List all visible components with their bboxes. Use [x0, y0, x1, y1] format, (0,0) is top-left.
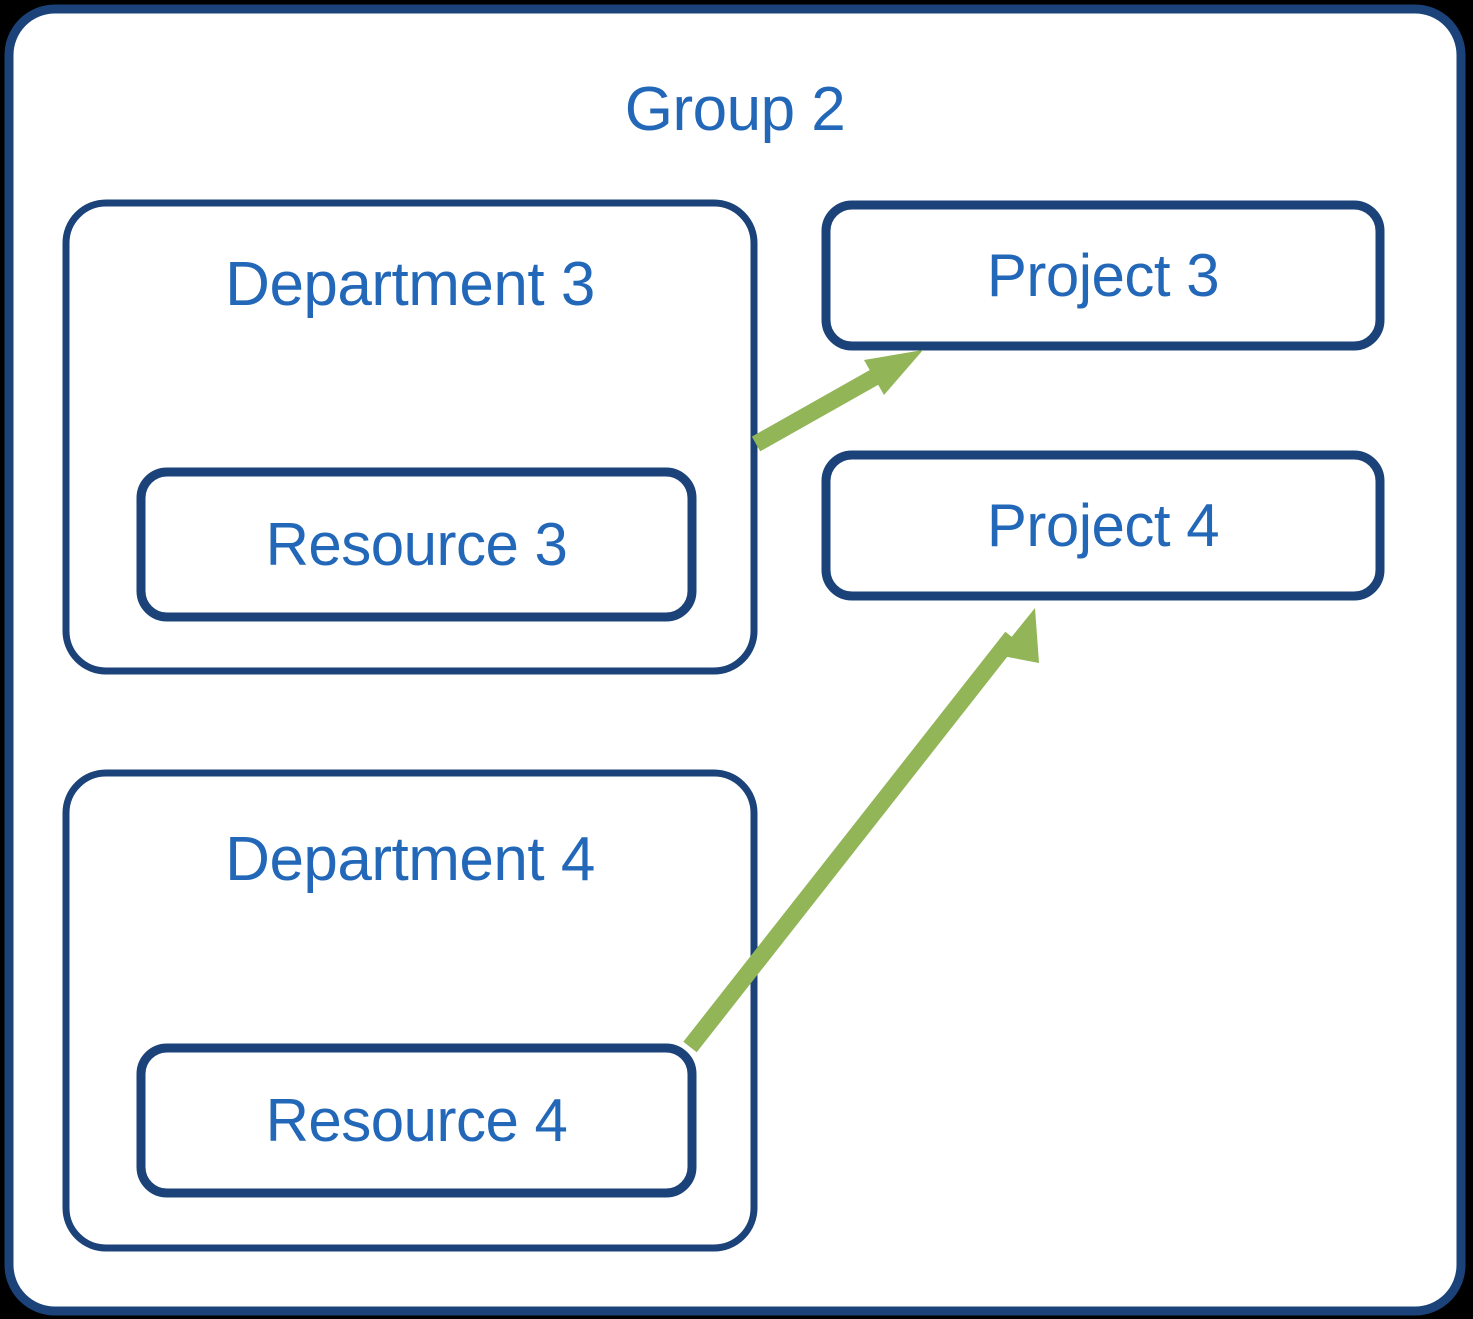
project-4-box[interactable]	[821, 450, 1385, 601]
resource-3-box[interactable]	[136, 467, 697, 622]
arrow-resource4-to-project4	[683, 608, 1039, 1053]
arrow-department3-to-project3	[751, 350, 923, 452]
resource-4-box[interactable]	[136, 1043, 697, 1198]
project-3-box[interactable]	[821, 200, 1385, 351]
